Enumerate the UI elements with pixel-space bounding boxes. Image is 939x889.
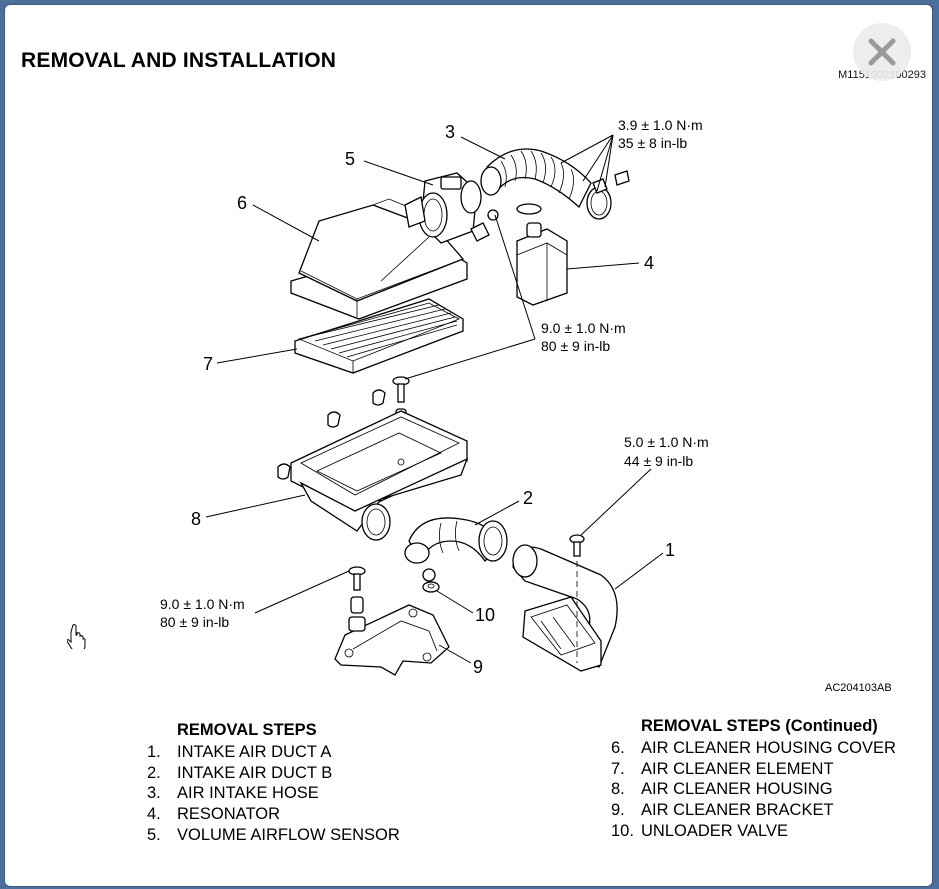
removal-steps-continued-heading: REMOVAL STEPS (Continued): [641, 717, 878, 735]
part-air-cleaner-housing: [290, 410, 469, 541]
removal-steps-continued-list: REMOVAL STEPS (Continued) 6.AIR CLEANER …: [611, 717, 896, 842]
exploded-parts-diagram: 4 5 6 3 7 8 2 1 10 9 3.9 ± 1.0 N·m 35 ± …: [160, 117, 892, 694]
torque-bracket-bolt-inlb: 80 ± 9 in-lb: [160, 614, 229, 630]
list-item: 6.AIR CLEANER HOUSING COVER: [611, 739, 896, 757]
torque-specs: 3.9 ± 1.0 N·m 35 ± 8 in-lb 9.0 ± 1.0 N·m…: [160, 117, 709, 630]
part-resonator: [516, 222, 568, 306]
part-air-cleaner-element: [294, 298, 464, 374]
torque-sensor-bolt-nm: 9.0 ± 1.0 N·m: [541, 320, 626, 336]
torque-duct-bolt-inlb: 44 ± 9 in-lb: [624, 453, 693, 469]
callout-8: 8: [191, 509, 201, 529]
callout-1: 1: [665, 540, 675, 560]
document-window: REMOVAL AND INSTALLATION M1151002100293: [4, 4, 933, 887]
list-item: 3.AIR INTAKE HOSE: [147, 784, 319, 803]
list-item: 8.AIR CLEANER HOUSING: [611, 780, 833, 799]
list-item: 9.AIR CLEANER BRACKET: [611, 801, 834, 820]
close-button[interactable]: [853, 23, 911, 81]
callout-numbers: 4 5 6 3 7 8 2 1 10 9: [191, 122, 675, 677]
part-intake-air-duct-a: [512, 534, 618, 672]
callout-3: 3: [445, 122, 455, 142]
part-air-cleaner-bracket: [334, 566, 450, 676]
list-item: 10.UNLOADER VALVE: [611, 821, 789, 840]
leader-lines: [205, 134, 664, 664]
list-item: 7.AIR CLEANER ELEMENT: [611, 759, 834, 778]
list-item: 4.RESONATOR: [147, 805, 280, 824]
torque-sensor-bolt-inlb: 80 ± 9 in-lb: [541, 338, 610, 354]
close-icon: [868, 38, 896, 66]
callout-4: 4: [644, 253, 654, 273]
callout-5: 5: [345, 149, 355, 169]
list-item: 2.INTAKE AIR DUCT B: [147, 763, 333, 782]
list-item: 5.VOLUME AIRFLOW SENSOR: [147, 825, 400, 844]
removal-steps-list: REMOVAL STEPS 1.INTAKE AIR DUCT A 2.INTA…: [147, 721, 400, 846]
callout-9: 9: [473, 657, 483, 677]
torque-duct-bolt-nm: 5.0 ± 1.0 N·m: [624, 434, 709, 450]
torque-hose-clamp-inlb: 35 ± 8 in-lb: [618, 135, 687, 151]
page-title: REMOVAL AND INSTALLATION: [21, 49, 337, 72]
figure-code: AC204103AB: [825, 682, 892, 694]
part-intake-air-duct-b: [404, 517, 508, 582]
torque-hose-clamp-nm: 3.9 ± 1.0 N·m: [618, 117, 703, 133]
callout-10: 10: [475, 605, 495, 625]
torque-bracket-bolt-nm: 9.0 ± 1.0 N·m: [160, 596, 245, 612]
part-volume-airflow-sensor: [404, 172, 499, 244]
callout-6: 6: [237, 193, 247, 213]
callout-7: 7: [203, 354, 213, 374]
part-air-intake-hose: [480, 148, 630, 220]
hand-pointer-icon: [67, 624, 86, 649]
list-item: 1.INTAKE AIR DUCT A: [147, 743, 332, 761]
part-unloader-valve: [422, 581, 440, 593]
removal-steps-heading: REMOVAL STEPS: [177, 721, 317, 739]
callout-2: 2: [523, 488, 533, 508]
